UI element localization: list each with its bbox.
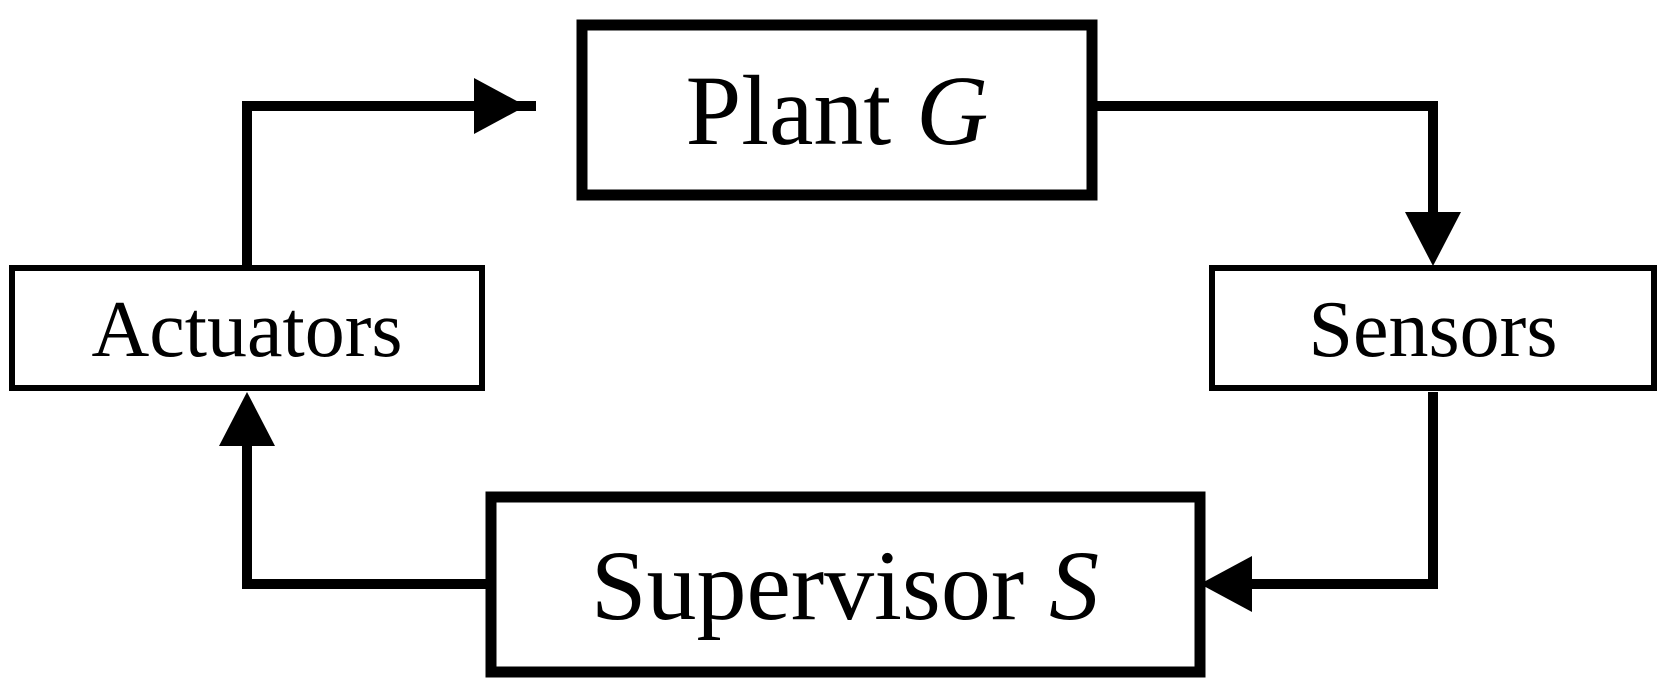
actuators-box: [9, 265, 485, 391]
edge-actuators-to-plant: [242, 101, 536, 268]
supervisor-symbol: S: [1049, 530, 1099, 641]
actuators-label: Actuators: [91, 286, 402, 374]
plant-block: Plant G: [576, 19, 1098, 201]
arrowheads: [219, 78, 1461, 612]
connections: [242, 101, 1438, 589]
supervisor-box: [485, 491, 1206, 678]
supervisor-label-text: Supervisor: [591, 530, 1049, 641]
sensors-box: [1209, 265, 1657, 391]
plant-box: [576, 19, 1098, 201]
plant-label-text: Plant: [686, 55, 917, 166]
plant-label: Plant G: [686, 55, 989, 166]
plant-symbol: G: [916, 55, 988, 166]
supervisor-block: Supervisor S: [485, 491, 1206, 678]
arrowhead-into-sensors: [1405, 212, 1461, 266]
edge-plant-to-sensors: [1092, 101, 1438, 218]
supervisor-label: Supervisor S: [591, 530, 1099, 641]
arrowhead-into-actuators: [219, 392, 275, 446]
edge-sensors-to-supervisor: [1250, 392, 1438, 589]
sensors-label: Sensors: [1309, 286, 1558, 374]
arrowhead-into-supervisor: [1200, 556, 1252, 612]
arrowhead-into-plant: [474, 78, 526, 134]
sensors-block: Sensors: [1209, 265, 1657, 391]
actuators-block: Actuators: [9, 265, 485, 391]
edge-supervisor-to-actuators: [242, 445, 491, 589]
